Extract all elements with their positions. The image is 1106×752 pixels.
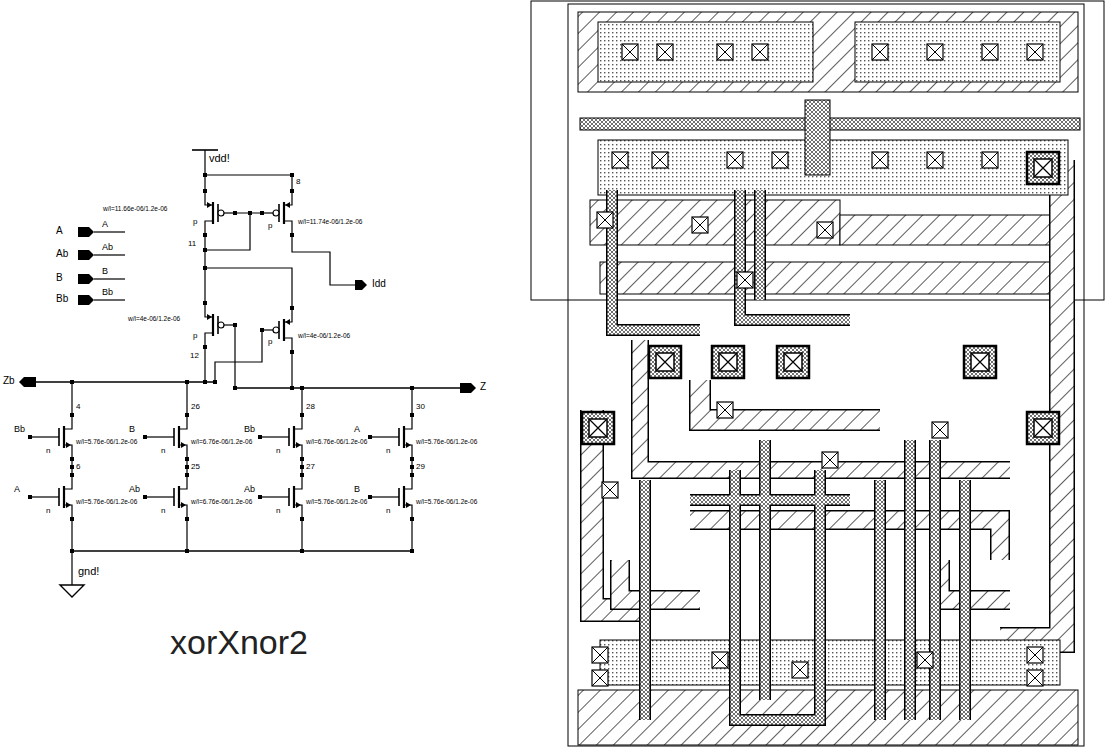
device-type: n xyxy=(161,507,165,515)
pin-name: A xyxy=(56,226,63,236)
net-label: Bb xyxy=(102,288,113,297)
pin-name: Bb xyxy=(56,294,68,304)
gate-signal: Bb xyxy=(244,425,255,434)
pin-name: Ab xyxy=(56,249,68,259)
device-type: p xyxy=(193,218,197,226)
device-type: n xyxy=(386,447,390,455)
cell-layout xyxy=(531,1,1104,746)
gate-signal: B xyxy=(129,425,135,434)
device-size: w/l=5.76e-06/1.2e-06 xyxy=(306,499,367,506)
device-type: n xyxy=(46,447,50,455)
device-size: w/l=11.66e-06/1.2e-06 xyxy=(103,206,167,213)
device-size: w/l=5.76e-06/1.2e-06 xyxy=(76,439,137,446)
supply-label: gnd! xyxy=(78,566,99,577)
gate-signal: B xyxy=(354,485,360,494)
port-label: Z xyxy=(480,382,486,392)
node-number: 26 xyxy=(191,403,200,411)
node-number: 25 xyxy=(191,463,200,471)
net-label: Ab xyxy=(102,243,113,252)
port-label: Zb xyxy=(3,376,15,386)
device-type: n xyxy=(46,507,50,515)
net-label: B xyxy=(102,267,108,276)
device-type: n xyxy=(386,507,390,515)
device-size: w/l=5.76e-06/1.2e-06 xyxy=(416,499,477,506)
node-number: 27 xyxy=(306,463,315,471)
device-type: n xyxy=(161,447,165,455)
device-size: w/l=5.76e-06/1.2e-06 xyxy=(416,439,477,446)
gate-signal: A xyxy=(354,425,360,434)
device-size: w/l=6.76e-06/1.2e-06 xyxy=(306,439,367,446)
node-number: 28 xyxy=(306,403,315,411)
device-size: w/l=4e-06/1.2e-06 xyxy=(128,316,180,323)
node-number: 30 xyxy=(416,403,425,411)
device-type: p xyxy=(268,338,272,346)
device-type: p xyxy=(268,222,272,230)
node-number: 12 xyxy=(190,352,199,360)
gate-signal: Bb xyxy=(14,425,25,434)
node-number: 29 xyxy=(416,463,425,471)
device-size: w/l=6.76e-06/1.2e-06 xyxy=(191,439,252,446)
node-number: 4 xyxy=(76,403,80,411)
port-label: Idd xyxy=(372,279,386,289)
device-size: w/l=4e-06/1.2e-06 xyxy=(298,333,350,340)
cell-name: xorXnor2 xyxy=(170,625,308,659)
gate-signal: Ab xyxy=(129,485,140,494)
node-number: 6 xyxy=(76,463,80,471)
device-size: w/l=6.76e-06/1.2e-06 xyxy=(191,499,252,506)
device-size: w/l=11.74e-06/1.2e-06 xyxy=(298,219,362,226)
supply-label: vdd! xyxy=(209,153,230,164)
device-type: n xyxy=(276,507,280,515)
device-size: w/l=5.76e-06/1.2e-06 xyxy=(76,499,137,506)
device-type: p xyxy=(193,332,197,340)
net-label: A xyxy=(102,220,108,229)
node-number: 11 xyxy=(188,240,196,248)
schematic-wires xyxy=(19,150,476,597)
pin-name: B xyxy=(56,273,63,283)
gate-signal: Ab xyxy=(244,485,255,494)
node-number: 8 xyxy=(296,178,300,186)
gate-signal: A xyxy=(14,485,20,494)
device-type: n xyxy=(276,447,280,455)
